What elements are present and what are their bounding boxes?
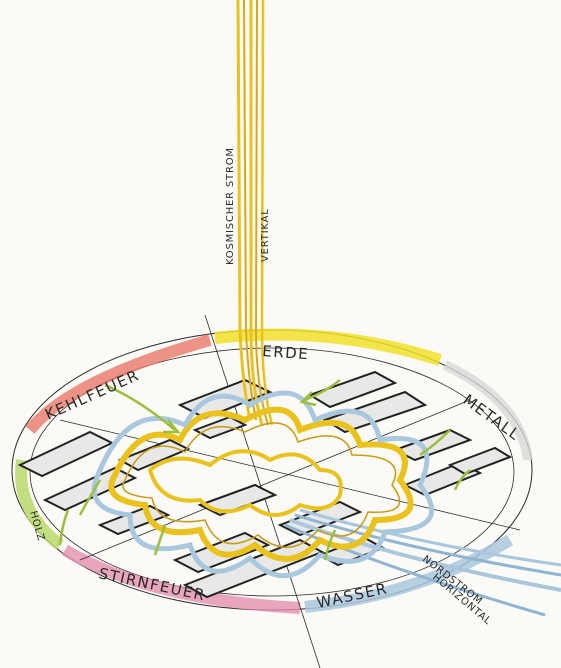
label-kosmischer-strom: KOSMISCHER STROM bbox=[225, 147, 236, 265]
label-wasser: WASSER bbox=[315, 579, 389, 612]
label-vertikal: VERTIKAL bbox=[260, 208, 271, 262]
ring-segment-erde bbox=[215, 334, 440, 360]
label-holz: HOLZ bbox=[27, 510, 46, 543]
label-erde: ERDE bbox=[262, 342, 310, 363]
block bbox=[450, 448, 510, 474]
block bbox=[45, 468, 135, 510]
label-stirnfeuer: STIRNFEUER bbox=[97, 564, 207, 604]
arrow-icon bbox=[60, 510, 68, 545]
